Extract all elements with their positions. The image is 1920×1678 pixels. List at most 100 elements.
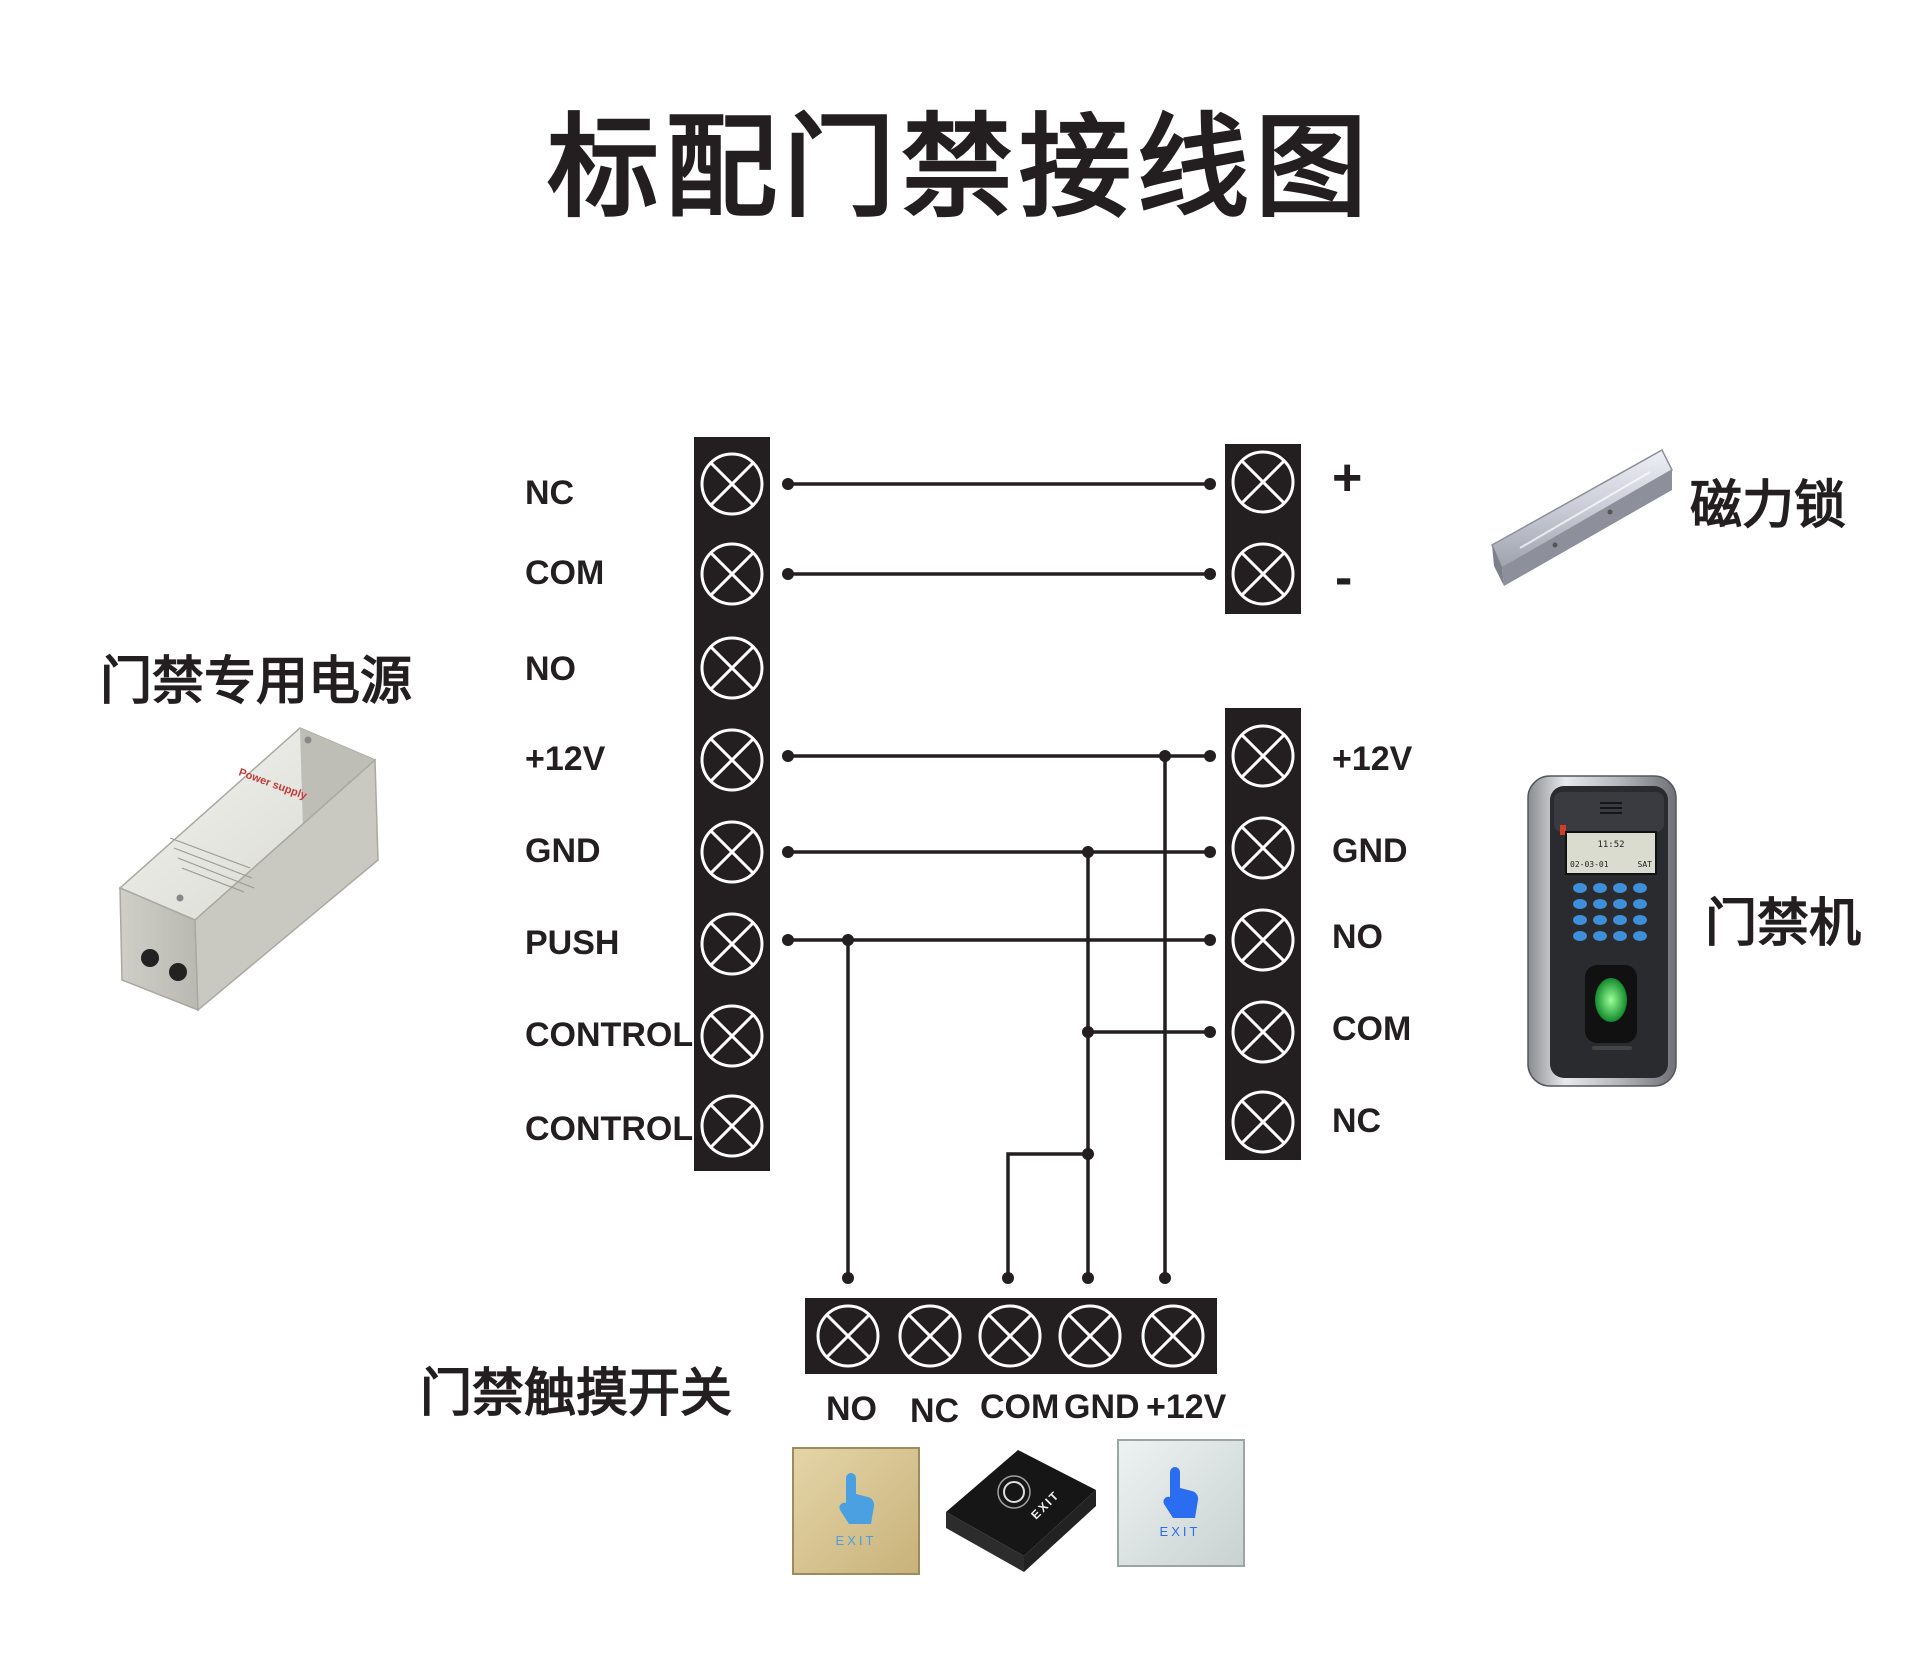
access-controller-image: 11:52 02-03-01 SAT: [1527, 775, 1677, 1087]
screw-cross: [1067, 1313, 1113, 1359]
screw-cross: [709, 737, 755, 783]
screw-ring: [700, 728, 764, 792]
power-terminal-screw: [700, 636, 764, 700]
gold-switch-text: EXIT: [836, 1533, 877, 1548]
keypad-key: [1573, 899, 1587, 909]
access-controller-label: 门禁机: [1705, 894, 1862, 954]
power-terminal-label: PUSH: [525, 924, 620, 962]
keypad-key: [1633, 883, 1647, 893]
power-terminal-label: GND: [525, 832, 601, 870]
controller-terminal-screw: [1231, 1000, 1295, 1064]
controller-terminal-screw: [1231, 816, 1295, 880]
power-terminal-screw: [700, 452, 764, 516]
wire-junction-dot: [1002, 1272, 1014, 1284]
keypad-key: [1573, 883, 1587, 893]
keypad-key: [1633, 915, 1647, 925]
touch-switch-gold: EXIT: [792, 1447, 920, 1575]
keypad-key: [1593, 915, 1607, 925]
switch-terminal-label: GND: [1064, 1388, 1140, 1426]
controller-terminal-label: GND: [1332, 832, 1408, 870]
power-terminal-screw: [700, 1094, 764, 1158]
power-supply-label: 门禁专用电源: [100, 652, 413, 712]
controller-terminal-block: [1225, 708, 1301, 1160]
wire-junction-dot: [1159, 750, 1171, 762]
screw-cross: [1240, 459, 1286, 505]
power-terminal-label: +12V: [525, 740, 606, 778]
screw-cross: [709, 921, 755, 967]
controller-terminal-label: COM: [1332, 1010, 1412, 1048]
screw-ring: [1231, 542, 1295, 606]
screw-ring: [700, 452, 764, 516]
screw-ring: [1231, 1090, 1295, 1154]
screw-ring: [700, 1004, 764, 1068]
controller-lcd-date: 02-03-01: [1570, 860, 1609, 869]
switch-terminal-label: NO: [826, 1390, 877, 1428]
wire-junction-dot: [1082, 1148, 1094, 1160]
keypad-key: [1633, 899, 1647, 909]
lock-terminal-screw: [1231, 450, 1295, 514]
power-terminal-screw: [700, 728, 764, 792]
screw-cross: [1240, 825, 1286, 871]
wire-junction-dot: [1204, 750, 1216, 762]
controller-terminal-screw: [1231, 724, 1295, 788]
lock-terminal-label: -: [1335, 549, 1353, 607]
screw-ring: [898, 1304, 962, 1368]
screw-cross: [709, 1013, 755, 1059]
screw-cross: [1240, 917, 1286, 963]
switch-terminal-screw: [1058, 1304, 1122, 1368]
screw-cross: [825, 1313, 871, 1359]
wire-junction-dot: [1082, 1272, 1094, 1284]
screw-ring: [816, 1304, 880, 1368]
power-supply-image: Power supply: [118, 727, 379, 1012]
screw-cross: [1240, 1099, 1286, 1145]
keypad-key: [1613, 915, 1627, 925]
touch-switch-black: EXIT: [946, 1450, 1096, 1572]
switch-terminal-screw: [816, 1304, 880, 1368]
power-terminal-screw: [700, 820, 764, 884]
controller-terminal-label: NO: [1332, 918, 1383, 956]
keypad-key: [1613, 883, 1627, 893]
keypad-key: [1573, 931, 1587, 941]
power-terminal-label: NO: [525, 650, 576, 688]
diagram-title: 标配门禁接线图: [547, 103, 1373, 233]
controller-lcd-time: 11:52: [1597, 840, 1624, 850]
controller-terminal-screw: [1231, 1090, 1295, 1154]
screw-cross: [709, 1103, 755, 1149]
wire-junction-dot: [782, 934, 794, 946]
keypad-key: [1613, 931, 1627, 941]
switch-terminal-label: +12V: [1146, 1388, 1227, 1426]
screw-cross: [709, 461, 755, 507]
controller-terminal-label: +12V: [1332, 740, 1413, 778]
screw-cross: [709, 829, 755, 875]
keypad-key: [1593, 931, 1607, 941]
wire-junction-dot: [1204, 478, 1216, 490]
keypad-key: [1593, 883, 1607, 893]
magnetic-lock-label: 磁力锁: [1690, 476, 1847, 536]
wire-junction-dot: [1204, 934, 1216, 946]
glass-switch-text: EXIT: [1160, 1524, 1201, 1539]
screw-ring: [1141, 1304, 1205, 1368]
wire-junction-dot: [842, 934, 854, 946]
wire-junction-dot: [782, 846, 794, 858]
power-terminal-label: CONTROL: [525, 1110, 694, 1148]
switch-terminal-screw: [1141, 1304, 1205, 1368]
screw-ring: [1231, 908, 1295, 972]
keypad-key: [1593, 899, 1607, 909]
screw-ring: [1231, 450, 1295, 514]
power-terminal-label: COM: [525, 554, 605, 592]
screw-ring: [700, 636, 764, 700]
screw-ring: [978, 1304, 1042, 1368]
screw-ring: [1231, 1000, 1295, 1064]
power-terminal-block: [694, 437, 770, 1171]
switch-terminal-label: COM: [980, 1388, 1060, 1426]
screw-ring: [700, 1094, 764, 1158]
lock-terminal-label: +: [1332, 449, 1363, 507]
switch-terminal-label: NC: [910, 1392, 960, 1430]
screw-ring: [700, 542, 764, 606]
keypad-key: [1573, 915, 1587, 925]
wire-switch-com: [1006, 1152, 1088, 1278]
wire-junction-dot: [1204, 568, 1216, 580]
controller-terminal-label: NC: [1332, 1102, 1382, 1140]
